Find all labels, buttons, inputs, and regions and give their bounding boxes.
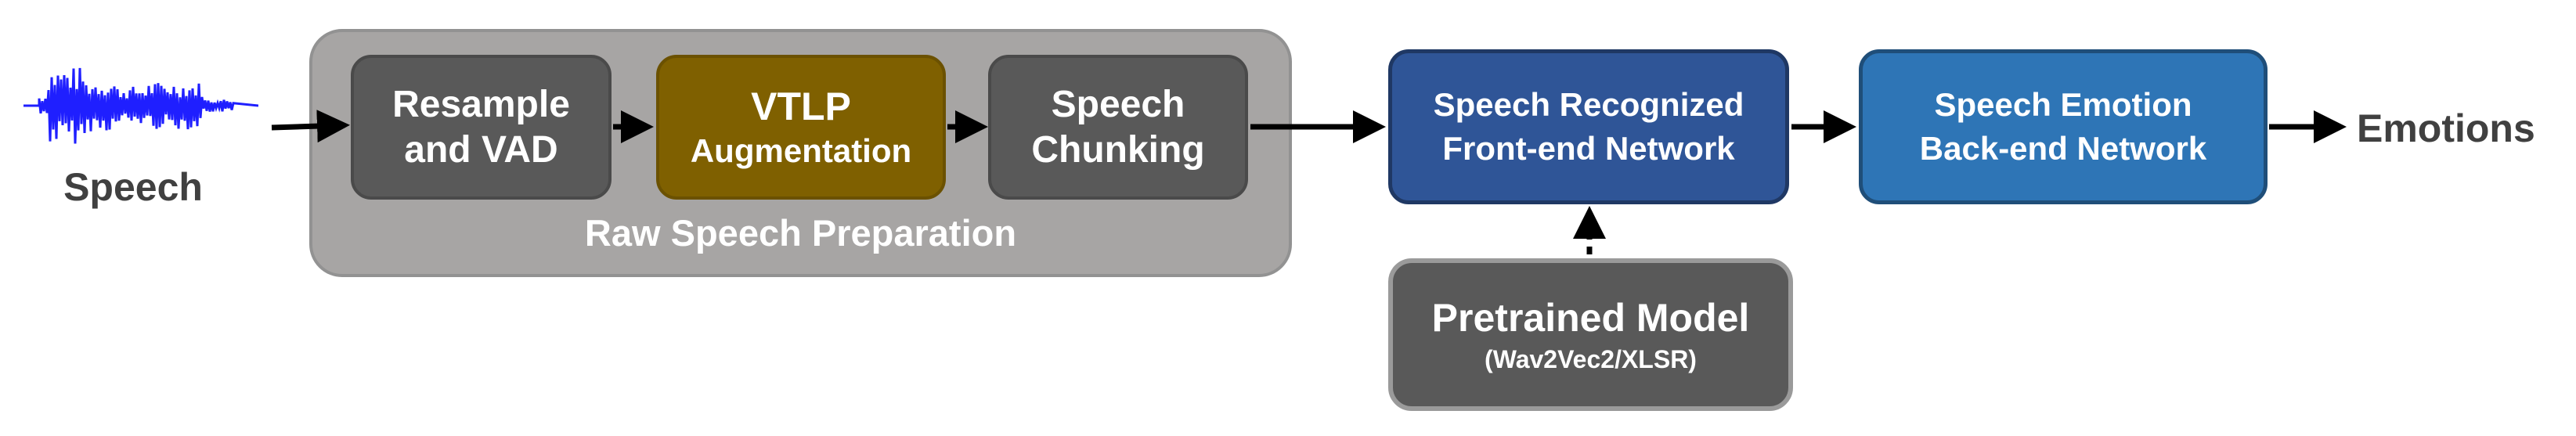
back-end-line1: Speech Emotion xyxy=(1934,86,2192,123)
back-end-network-box: Speech Emotion Back-end Network xyxy=(1859,49,2268,204)
resample-vad-box: Resample and VAD xyxy=(351,55,612,200)
pretrained-model-box: Pretrained Model (Wav2Vec2/XLSR) xyxy=(1388,258,1793,411)
front-end-network-box: Speech Recognized Front-end Network xyxy=(1388,49,1789,204)
back-end-line2: Back-end Network xyxy=(1919,130,2207,167)
speech-chunking-line1: Speech xyxy=(1051,83,1185,125)
resample-vad-line2: and VAD xyxy=(404,128,558,171)
emotions-output-label: Emotions xyxy=(2357,106,2535,150)
waveform-icon xyxy=(23,67,258,144)
pretrained-subtitle: (Wav2Vec2/XLSR) xyxy=(1485,344,1697,373)
arrow-speech-to-resample xyxy=(271,110,350,143)
front-end-line2: Front-end Network xyxy=(1442,130,1735,167)
vtlp-line2: Augmentation xyxy=(690,132,912,169)
speech-chunking-line2: Chunking xyxy=(1031,128,1205,171)
front-end-line1: Speech Recognized xyxy=(1433,86,1744,123)
vtlp-augmentation-box: VTLP Augmentation xyxy=(656,55,946,200)
vtlp-line1: VTLP xyxy=(751,84,851,128)
speech-input-label: Speech xyxy=(63,165,203,209)
raw-speech-preparation-label: Raw Speech Preparation xyxy=(584,212,1017,254)
pretrained-title: Pretrained Model xyxy=(1431,295,1750,340)
speech-chunking-box: Speech Chunking xyxy=(988,55,1248,200)
resample-vad-line1: Resample xyxy=(392,83,570,125)
